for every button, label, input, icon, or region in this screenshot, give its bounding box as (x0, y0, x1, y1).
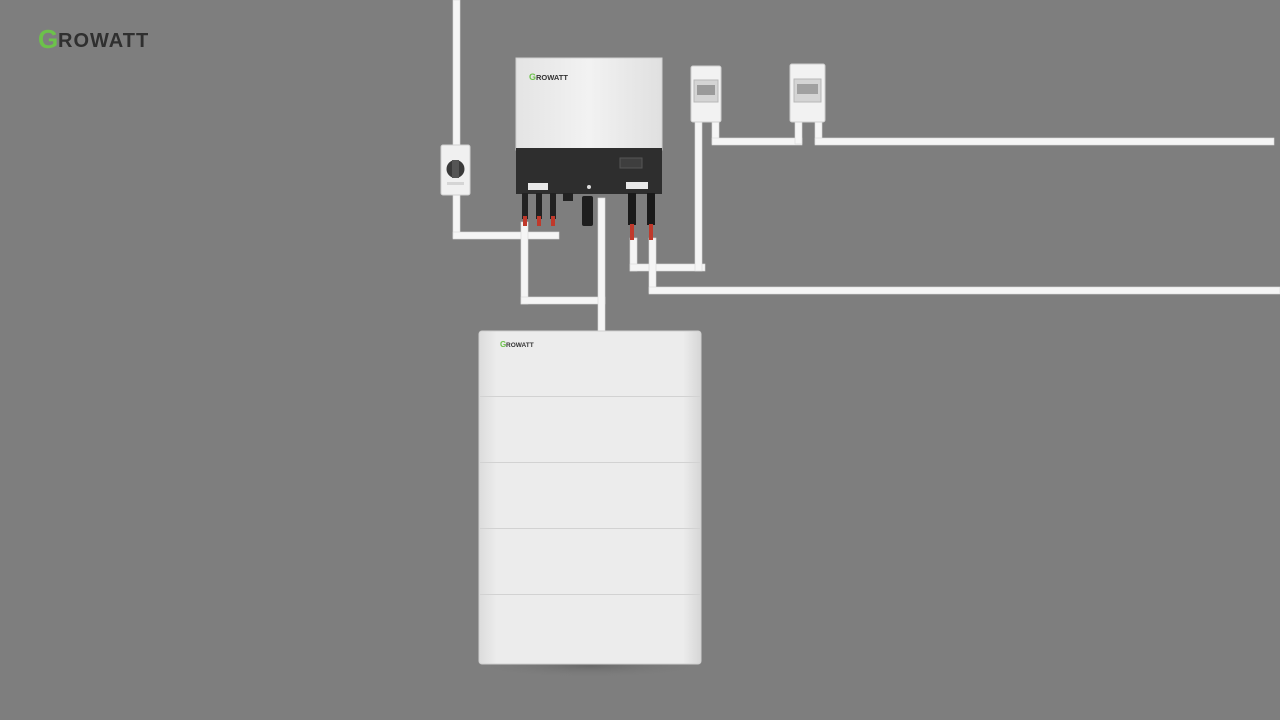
battery-logo-text: ROWATT (506, 342, 534, 349)
isolator-switch (440, 144, 471, 196)
inverter-logo-g: G (529, 72, 536, 82)
breaker-box-1 (690, 65, 722, 123)
conduit-isolator-down (452, 191, 461, 239)
inverter-connectors (522, 193, 655, 240)
breaker-box-2 (789, 63, 826, 123)
conduit-center-to-battery (597, 197, 606, 333)
battery-modules (480, 396, 700, 595)
battery-connector (582, 196, 593, 226)
conduit-long-bottom (648, 286, 1280, 295)
logo-wordmark: ROWATT (58, 30, 149, 52)
inverter-label-left (528, 183, 548, 190)
logo-letter-g: G (38, 24, 58, 54)
conduit-to-battery-horizontal (520, 296, 606, 305)
inverter-label-right (626, 182, 648, 189)
conduit-right-b (648, 237, 657, 294)
conduit-breaker-link (711, 137, 803, 146)
battery-module-divider (480, 396, 700, 397)
inverter-logo-text: ROWATT (536, 73, 568, 82)
conduits (452, 0, 1280, 333)
battery-logo-g: G (500, 340, 506, 349)
conduit-breaker2-left (794, 119, 803, 145)
battery-module-divider (480, 528, 700, 529)
conduit-top-vertical (452, 0, 461, 151)
corner-logo: G ROWATT (38, 24, 149, 54)
inverter-display (619, 157, 643, 169)
conduit-left-down (520, 221, 529, 305)
conduit-isolator-horizontal (452, 231, 560, 240)
inverter-led (587, 185, 591, 189)
battery-body (478, 330, 702, 665)
battery-module-divider (480, 462, 700, 463)
inverter: G ROWATT (515, 57, 663, 240)
rotary-switch-handle (452, 160, 459, 178)
conduit-long-top (814, 137, 1275, 146)
conduit-right-a-horizontal (629, 263, 706, 272)
conduit-breaker1-down (694, 119, 703, 272)
battery-module-divider (480, 594, 700, 595)
battery-stack: G ROWATT (470, 330, 710, 678)
inverter-body (515, 57, 663, 151)
